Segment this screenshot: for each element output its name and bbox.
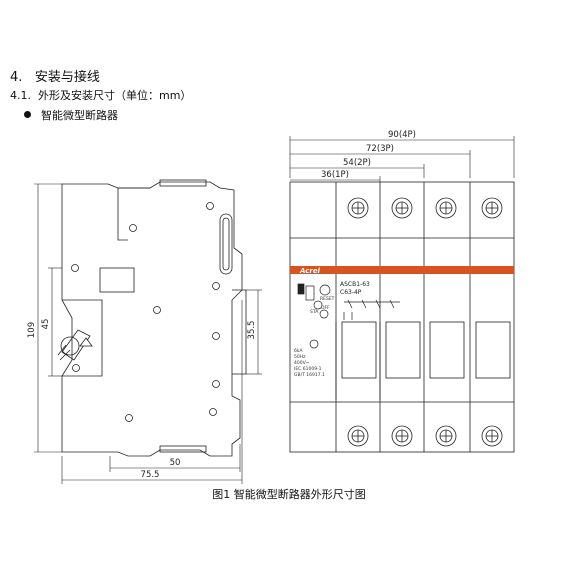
dim-depth-total: 75.5 <box>141 470 160 480</box>
front-view <box>289 181 515 453</box>
spec-line-1: 6kA <box>294 348 303 354</box>
brand-logo: Acrel <box>299 267 321 275</box>
side-dimensions <box>34 183 262 484</box>
top-screw-4 <box>481 197 503 219</box>
side-slot <box>219 213 233 275</box>
dim-1p: 36(1P) <box>321 170 349 180</box>
rail-clip <box>232 289 247 375</box>
control-panel <box>297 283 331 349</box>
bottom-screw-4 <box>481 425 503 447</box>
spec-line-2: 50Hz <box>294 354 306 360</box>
bullet-item: 智能微型断路器 <box>24 107 118 123</box>
front-body <box>289 181 515 453</box>
pole-panel-1 <box>341 321 377 379</box>
mode-switch <box>305 285 315 301</box>
section-heading: 4. 安装与接线 <box>10 66 100 85</box>
dim-4p: 90(4P) <box>388 130 416 140</box>
bottom-screw-3 <box>435 425 457 447</box>
dim-3p: 72(3P) <box>366 144 394 154</box>
status-indicator <box>297 283 305 295</box>
subsection-number: 4.1. <box>10 89 31 102</box>
dim-rail: 35.5 <box>247 321 257 340</box>
lever <box>61 329 91 361</box>
sta-label: STA <box>310 309 319 315</box>
dim-height-inner: 45 <box>41 319 51 330</box>
off-label: OFF <box>321 305 330 311</box>
spec-line-3: 400V~ <box>294 360 310 366</box>
section-number: 4. <box>10 70 23 85</box>
cert-mark-icon <box>309 339 319 349</box>
top-screw-2 <box>391 197 413 219</box>
sta-indicator <box>313 300 323 310</box>
pole-panel-3 <box>429 321 465 379</box>
bottom-screw-1 <box>347 425 369 447</box>
top-clip <box>159 179 207 187</box>
lever-pivot <box>60 336 80 356</box>
front-dimensions <box>289 136 515 182</box>
bottom-clip <box>159 445 207 453</box>
bullet-label: 智能微型断路器 <box>41 109 118 122</box>
reset-button <box>319 284 331 296</box>
pole-symbols <box>343 299 400 320</box>
subsection-title: 外形及安装尺寸（单位：mm） <box>38 89 192 102</box>
terminal-screws <box>347 197 503 447</box>
bullet-icon <box>24 111 31 118</box>
model-line-1: ASCB1-63 <box>340 281 370 288</box>
spec-line-5: GB/T 16917.1 <box>294 372 325 378</box>
off-indicator <box>319 309 329 319</box>
bottom-screw-2 <box>391 425 413 447</box>
top-screw-1 <box>347 197 369 219</box>
top-screw-3 <box>435 197 457 219</box>
side-view <box>57 179 247 457</box>
side-view-body <box>61 181 243 457</box>
spec-line-4: IEC 61009-1 <box>294 366 322 372</box>
dim-2p: 54(2P) <box>343 158 371 168</box>
pole-panel-4 <box>475 321 511 379</box>
subsection-heading: 4.1. 外形及安装尺寸（单位：mm） <box>10 87 191 103</box>
section-title: 安装与接线 <box>34 70 100 85</box>
side-panel-inner <box>99 267 135 293</box>
pole-panel-2 <box>385 321 421 379</box>
dim-depth-inner: 50 <box>170 458 181 468</box>
figure-caption: 图1 智能微型断路器外形尺寸图 <box>212 487 366 501</box>
brand-band <box>290 266 514 274</box>
dim-height-total: 109 <box>27 322 37 338</box>
model-line-2: C63-4P <box>340 289 362 296</box>
reset-label: RESET <box>320 296 335 302</box>
